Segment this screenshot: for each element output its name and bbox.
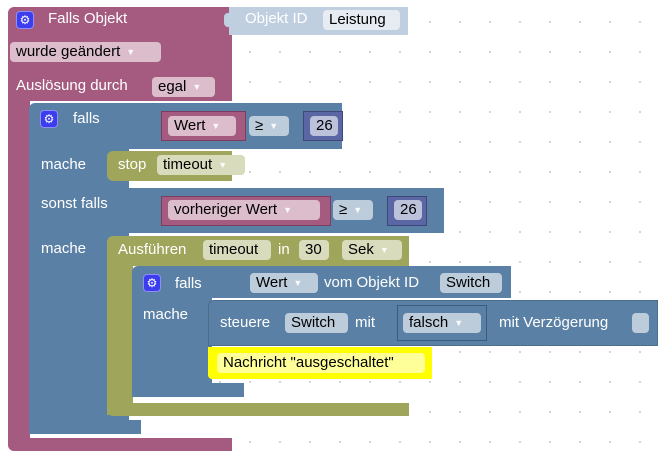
dropdown-arrow-icon: ▼ [218, 160, 228, 171]
control-label: steuere [220, 314, 271, 331]
message-text-field[interactable]: Nachricht "ausgeschaltet" [217, 353, 425, 373]
timeout-block-spine [107, 265, 133, 415]
value-text: Wert [174, 117, 206, 134]
inner-if-footer [132, 383, 244, 397]
bool-value: falsch [409, 314, 449, 331]
dropdown-arrow-icon: ▼ [269, 121, 279, 132]
stop-timer-value: timeout [163, 156, 213, 173]
operator-text: ≥ [255, 117, 264, 134]
dropdown-arrow-icon: ▼ [211, 121, 221, 132]
in-label: in [278, 241, 290, 258]
number-field[interactable]: 26 [394, 200, 422, 220]
inner-object-id-field[interactable]: Switch [440, 273, 502, 293]
inner-value-text: Wert [256, 274, 288, 291]
dropdown-arrow-icon: ▼ [379, 245, 389, 256]
inner-if-label: falls [175, 275, 202, 292]
stop-timer-dropdown[interactable]: timeout ▼ [157, 155, 245, 175]
value-dropdown[interactable]: Wert ▼ [168, 116, 236, 136]
trigger-by-value: egal [158, 78, 187, 95]
delay-checkbox[interactable] [632, 313, 649, 333]
inner-object-id-value: Switch [446, 274, 491, 291]
settings-gear-icon[interactable]: ⚙ [40, 110, 58, 128]
do-label: mache [41, 156, 87, 173]
prev-value-text: vorheriger Wert [174, 201, 278, 218]
delay-label: mit Verzögerung [499, 314, 609, 331]
number-field[interactable]: 26 [310, 116, 338, 136]
dropdown-arrow-icon: ▼ [454, 318, 464, 329]
operator-dropdown[interactable]: ≥▼ [333, 200, 373, 220]
control-object-field[interactable]: Switch [285, 313, 348, 333]
timeout-block-footer [107, 403, 409, 416]
timeout-value-field[interactable]: 30 [299, 240, 329, 260]
dropdown-arrow-icon: ▼ [192, 82, 202, 93]
number-value: 26 [316, 117, 333, 134]
object-id-value: Leistung [329, 11, 386, 28]
trigger-title: Falls Objekt [48, 10, 128, 27]
if-block-footer [29, 420, 141, 434]
dropdown-arrow-icon: ▼ [353, 205, 363, 216]
operator-dropdown[interactable]: ≥▼ [249, 116, 289, 136]
object-id-label: Objekt ID [245, 10, 308, 27]
inner-value-dropdown[interactable]: Wert ▼ [250, 273, 318, 293]
trigger-block-footer [8, 438, 232, 451]
dropdown-arrow-icon: ▼ [293, 278, 303, 289]
dropdown-arrow-icon: ▼ [283, 205, 293, 216]
unit-dropdown[interactable]: Sek ▼ [342, 240, 402, 260]
bool-dropdown[interactable]: falsch ▼ [403, 313, 481, 333]
trigger-by-dropdown[interactable]: egal ▼ [152, 77, 215, 97]
timeout-value: 30 [305, 241, 322, 258]
condition-value: wurde geändert [16, 43, 121, 60]
control-object-value: Switch [291, 314, 336, 331]
timeout-label: Ausführen [118, 241, 187, 258]
message-text: Nachricht "ausgeschaltet" [223, 354, 394, 371]
timeout-name-field[interactable]: timeout [203, 240, 271, 260]
prev-value-dropdown[interactable]: vorheriger Wert ▼ [168, 200, 320, 220]
trigger-block-spine [8, 100, 30, 440]
settings-gear-icon[interactable]: ⚙ [16, 11, 34, 29]
if-label: falls [73, 110, 100, 127]
dropdown-arrow-icon: ▼ [126, 47, 136, 58]
connector-notch [224, 13, 232, 27]
timeout-name-value: timeout [209, 241, 259, 258]
stop-label: stop [118, 156, 147, 173]
elseif-label: sonst falls [41, 195, 108, 212]
from-object-label: vom Objekt ID [324, 274, 420, 291]
unit-value: Sek [348, 241, 374, 258]
operator-text: ≥ [339, 201, 348, 218]
condition-dropdown[interactable]: wurde geändert ▼ [10, 42, 161, 62]
inner-do-label: mache [143, 306, 189, 323]
number-value: 26 [400, 201, 417, 218]
settings-gear-icon[interactable]: ⚙ [143, 274, 161, 292]
object-id-field[interactable]: Leistung [323, 10, 400, 30]
trigger-by-label: Auslösung durch [16, 77, 128, 94]
do2-label: mache [41, 240, 87, 257]
with-label: mit [355, 314, 375, 331]
